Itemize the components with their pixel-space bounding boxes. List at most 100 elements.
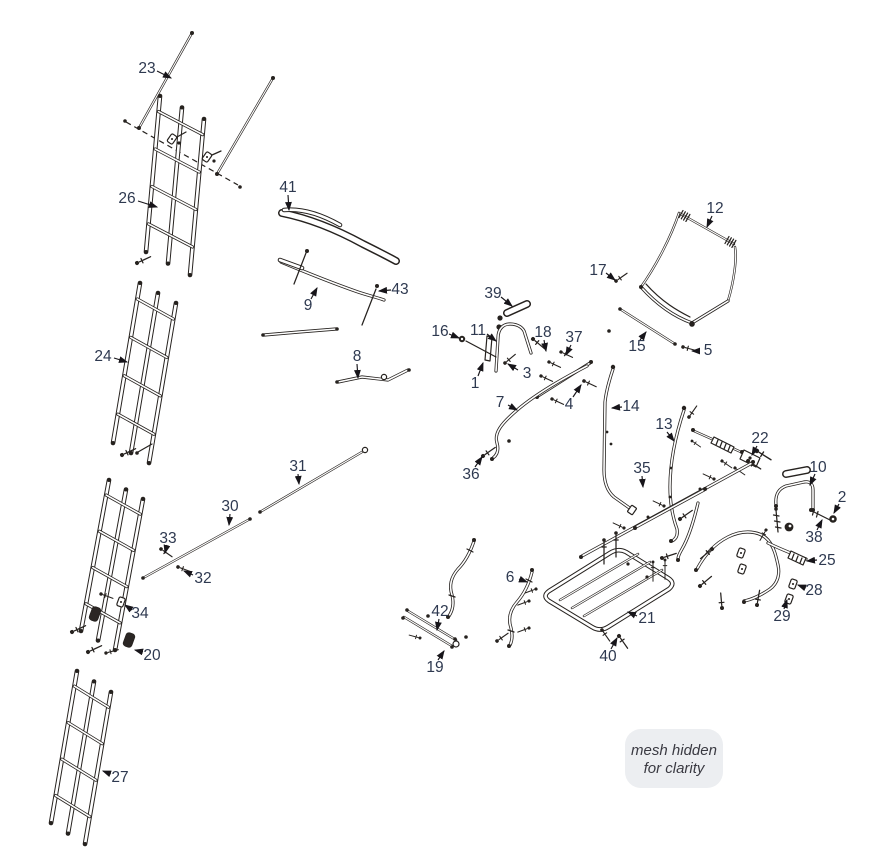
label-43: 43 [391, 281, 408, 298]
leader-26 [137, 200, 159, 208]
label-17: 17 [589, 262, 606, 279]
label-29: 29 [773, 608, 790, 625]
part-1-strap [484, 335, 493, 362]
label-38: 38 [805, 529, 822, 546]
bolt [133, 253, 153, 267]
label-21: 21 [638, 610, 655, 627]
part-19-stabilizer-bar [401, 608, 468, 649]
label-23: 23 [138, 60, 155, 77]
part-3-bolt [501, 352, 518, 367]
leader-42 [435, 618, 442, 632]
diagram-art [48, 31, 837, 847]
label-24: 24 [94, 348, 112, 365]
clarity-note-line1: mesh hidden [631, 742, 717, 759]
leader-3 [507, 363, 519, 372]
label-42: 42 [431, 603, 448, 620]
armrest-assembly [694, 527, 808, 611]
leader-24 [113, 356, 129, 363]
label-35: 35 [633, 460, 650, 477]
leader-27 [101, 770, 112, 778]
leader-2 [833, 503, 841, 515]
part-28-clamp [787, 577, 799, 591]
part-6-support-tube [493, 568, 534, 648]
leader-15 [638, 331, 647, 341]
part-43-bolt [361, 284, 379, 326]
leader-8 [353, 363, 361, 380]
leader-36 [474, 456, 483, 468]
leader-9 [310, 286, 318, 300]
part-24-ladder-section [110, 280, 179, 466]
leader-38 [815, 518, 823, 531]
leader-4 [572, 384, 582, 398]
label-6: 6 [506, 569, 515, 586]
label-32: 32 [194, 570, 211, 587]
part-12-seat [607, 209, 737, 354]
label-13: 13 [655, 416, 672, 433]
leader-21 [626, 611, 638, 619]
part-16-nut [458, 335, 497, 358]
label-9: 9 [304, 297, 313, 314]
part-labels: 23 26 41 9 43 8 24 12 17 15 5 39 16 11 1… [94, 60, 846, 786]
part-31-rod [258, 446, 369, 514]
clarity-note-box [625, 729, 723, 788]
leader-30 [226, 513, 234, 527]
seat-hatch-left [678, 209, 691, 223]
leader-22 [751, 445, 759, 457]
part-7-support-tube [479, 364, 589, 461]
clarity-note: mesh hidden for clarity [625, 729, 723, 788]
part-26-ladder-section [133, 93, 222, 278]
leader-lines [101, 70, 841, 778]
leader-12 [706, 215, 714, 229]
label-3: 3 [523, 365, 532, 382]
leader-6 [518, 575, 529, 583]
part-11-bracket [494, 322, 533, 373]
leader-39 [500, 296, 513, 307]
leader-28 [796, 584, 807, 592]
label-22: 22 [751, 430, 768, 447]
label-12: 12 [706, 200, 723, 217]
part-30-rod [141, 517, 252, 580]
leader-16 [448, 331, 461, 339]
label-41: 41 [279, 179, 296, 196]
part-27-ladder-section [48, 668, 114, 847]
adjust-knob [784, 522, 794, 532]
leader-13 [666, 431, 675, 442]
label-2: 2 [838, 489, 847, 506]
label-31: 31 [289, 458, 306, 475]
leader-43 [377, 286, 392, 294]
part-38-bolt [809, 508, 831, 521]
part-9-rail-tube [277, 249, 386, 326]
part-15-seat-rod [607, 307, 677, 346]
label-30: 30 [221, 498, 239, 515]
label-28: 28 [805, 582, 822, 599]
label-39: 39 [484, 285, 501, 302]
rail-clamp-hardware [166, 131, 222, 164]
leader-14 [610, 403, 623, 411]
cross-bar [261, 327, 339, 337]
label-26: 26 [118, 190, 135, 207]
leader-11 [486, 333, 497, 342]
seat-hatch-right [724, 235, 737, 249]
label-16: 16 [431, 323, 448, 340]
part-14-rear-post [602, 364, 637, 516]
label-20: 20 [143, 647, 161, 664]
label-15: 15 [628, 338, 645, 355]
leader-20 [133, 648, 144, 656]
label-33: 33 [159, 530, 176, 547]
part-10-handle [772, 466, 837, 533]
label-25: 25 [818, 552, 835, 569]
label-10: 10 [809, 459, 827, 476]
leader-25 [805, 556, 818, 564]
part-23-support-rail [123, 31, 275, 189]
label-8: 8 [353, 348, 362, 365]
leader-41 [285, 194, 292, 212]
leader-35 [638, 475, 646, 489]
label-1: 1 [471, 375, 480, 392]
part-20-foot-pads [88, 606, 136, 648]
leader-23 [156, 70, 173, 79]
leader-33 [163, 544, 171, 555]
label-5: 5 [704, 342, 713, 359]
label-34: 34 [131, 605, 149, 622]
part-21-platform [516, 530, 675, 651]
